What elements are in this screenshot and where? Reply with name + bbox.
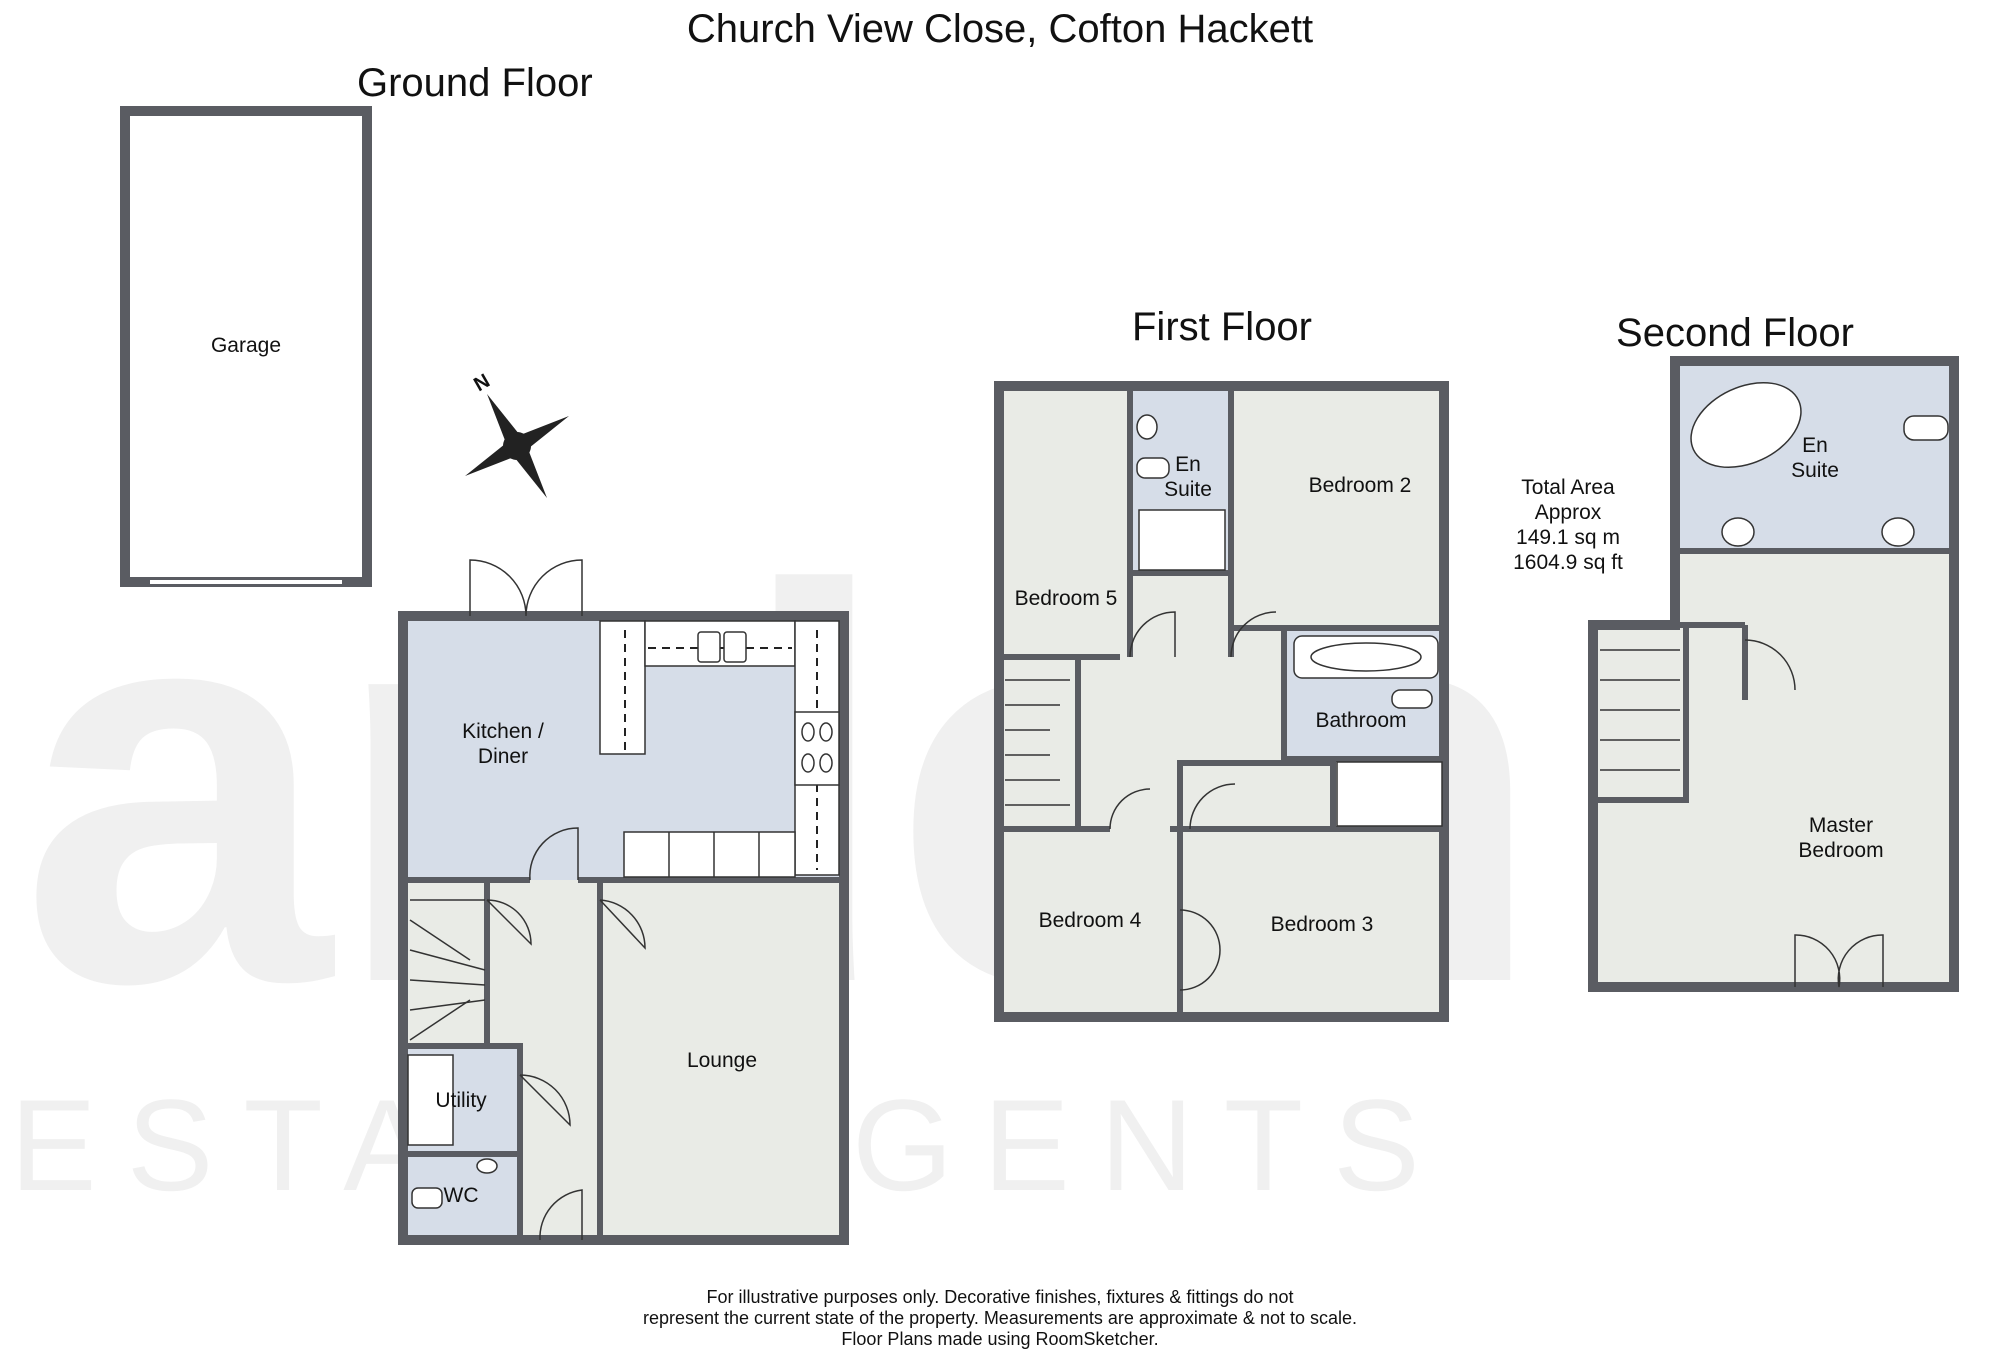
total-area-sqm: 149.1 sq m: [1516, 526, 1620, 549]
ground-floor-heading: Ground Floor: [357, 61, 593, 105]
garage: Garage: [120, 106, 372, 587]
room-label-bedroom-2: Bedroom 2: [1309, 474, 1412, 497]
first-floor-heading: First Floor: [1132, 305, 1312, 349]
room-label-master-1: Master: [1809, 814, 1873, 837]
total-area-label: Total Area: [1521, 476, 1615, 499]
total-area-approx: Approx: [1535, 501, 1602, 524]
room-label-bedroom-4: Bedroom 4: [1039, 909, 1142, 932]
room-label-kitchen: Kitchen /: [462, 720, 544, 743]
svg-text:For illustrative purposes only: For illustrative purposes only. Decorati…: [707, 1287, 1294, 1307]
svg-text:represent the current state of: represent the current state of the prope…: [643, 1308, 1357, 1328]
ground-floor: Kitchen / Diner Lounge Utility WC: [398, 559, 849, 1245]
total-area: Total Area Approx 149.1 sq m 1604.9 sq f…: [1513, 476, 1623, 574]
second-floor: En Suite Master Bedroom: [1588, 356, 1959, 992]
room-label-wc: WC: [444, 1184, 479, 1207]
room-label-garage: Garage: [211, 334, 281, 357]
room-label-diner: Diner: [478, 745, 528, 768]
compass-north-label: N: [470, 370, 494, 396]
room-label-bedroom-3: Bedroom 3: [1271, 913, 1374, 936]
plan-title: Church View Close, Cofton Hackett: [687, 7, 1313, 51]
room-label-lounge: Lounge: [687, 1049, 757, 1072]
room-label-bathroom: Bathroom: [1315, 709, 1406, 732]
disclaimer-footer: For illustrative purposes only. Decorati…: [643, 1287, 1357, 1349]
first-floor: Bedroom 5 En Suite Bedroom 2 Bathroom Be…: [994, 381, 1449, 1022]
room-label-en-suite-2: Suite: [1791, 459, 1839, 482]
room-label-en-suite-2: Suite: [1164, 478, 1212, 501]
second-floor-heading: Second Floor: [1616, 311, 1854, 355]
room-label-utility: Utility: [435, 1089, 487, 1112]
svg-text:Floor Plans made using RoomSke: Floor Plans made using RoomSketcher.: [841, 1329, 1158, 1349]
total-area-sqft: 1604.9 sq ft: [1513, 551, 1623, 574]
room-label-en-suite-1: En: [1175, 453, 1201, 476]
room-label-en-suite-1: En: [1802, 434, 1828, 457]
room-label-master-2: Bedroom: [1798, 839, 1883, 862]
room-label-bedroom-5: Bedroom 5: [1015, 587, 1118, 610]
